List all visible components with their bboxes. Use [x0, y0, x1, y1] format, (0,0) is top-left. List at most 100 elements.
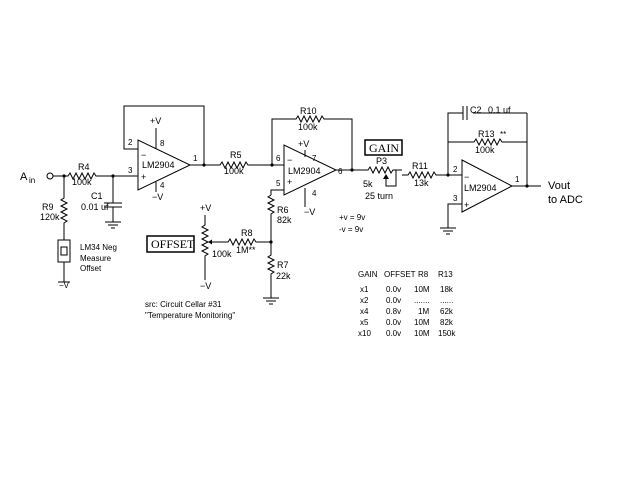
sensor-text-2: Measure [80, 254, 112, 263]
potentiometer-p3 [352, 165, 402, 175]
opamp-2-label: LM2904 [288, 166, 321, 176]
resistor-r8 [214, 237, 271, 247]
pot-wiper-arrow [208, 239, 212, 245]
wire-sensor-neg [58, 262, 70, 283]
resistor-r5 [204, 160, 278, 170]
opamp-2-pin-out: 6 [338, 167, 343, 176]
opamp-2-pin-inv: 6 [276, 154, 281, 163]
r7-value: 22k [276, 271, 291, 281]
potentiometer-offset [200, 215, 210, 280]
opamp-3-pin-inv: 2 [453, 165, 458, 174]
opamp-1-pin-noninv: 3 [128, 166, 133, 175]
opamp-1-pin-inv: 2 [128, 138, 133, 147]
opamp-2-triangle [283, 144, 338, 196]
table-cell: x1 [360, 285, 369, 294]
r10-name: R10 [300, 106, 317, 116]
table-cell: 10M [414, 285, 430, 294]
table-cell: x2 [360, 296, 369, 305]
pot-vneg: −V [200, 281, 211, 291]
lm34-sensor-inner [60, 246, 68, 256]
opamp-2-pin-noninv: 5 [276, 179, 281, 188]
junction [525, 184, 529, 188]
pot-vpos: +V [200, 203, 211, 213]
c2-name: C2 [470, 105, 482, 115]
table-cell: 10M [414, 318, 430, 327]
resistor-r10 [271, 114, 353, 170]
opamp-3-label: LM2904 [464, 183, 497, 193]
table-cell: 0.0v [386, 285, 401, 294]
p3-wiper-arrow [383, 174, 389, 179]
r6-value: 82k [277, 215, 292, 225]
wire-opamp1-feedback [123, 105, 205, 166]
r7-name: R7 [277, 260, 289, 270]
opamp-1-triangle [137, 139, 192, 191]
opamp-2-pin-vpos: 7 [312, 154, 317, 163]
sensor-text-1: LM34 Neg [80, 243, 117, 252]
opamp-1: − + LM2904 2 3 1 8 4 +V −V [128, 116, 198, 202]
r13-value: 100k [475, 145, 495, 155]
r10-value: 100k [298, 122, 318, 132]
table-cell: 0.8v [386, 307, 401, 316]
table-cell: ....... [414, 296, 430, 305]
table-header-r8: R8 [418, 270, 429, 279]
ain-sub-label: in [29, 176, 35, 185]
wire-c2 [447, 112, 527, 175]
table-cell: 10M [414, 329, 430, 338]
supply-neg-note: -v = 9v [339, 225, 363, 234]
resistor-r6 [266, 194, 276, 242]
opamp-2-vneg: −V [304, 207, 315, 217]
ground-r7 [263, 297, 279, 305]
c1-name: C1 [91, 191, 103, 201]
source-line-1: src: Circuit Cellar #31 [145, 300, 222, 309]
opamp-2-vpos: +V [298, 139, 309, 149]
gain-table: GAIN OFFSET R8 R13 x1 0.0v 10M 18k x2 0.… [358, 270, 456, 338]
gain-box [364, 139, 403, 156]
ain-label: A [20, 171, 28, 183]
table-header-gain: GAIN [358, 270, 378, 279]
offset-box-label: OFFSET [151, 237, 195, 251]
opamp-2-pin-vneg: 4 [312, 189, 317, 198]
opamp-1-vpos: +V [150, 116, 161, 126]
opamp-1-pin-out: 1 [193, 154, 198, 163]
p3-name: P3 [376, 156, 387, 166]
table-cell: 18k [440, 285, 454, 294]
c1-value: 0.01 uf [81, 202, 109, 212]
opamp-1-label: LM2904 [142, 160, 175, 170]
opamp-1-vneg: −V [152, 192, 163, 202]
r4-name: R4 [78, 162, 90, 172]
ground-opamp3 [440, 227, 456, 235]
supply-pos-note: +v = 9v [339, 213, 365, 222]
capacitor-c2 [462, 106, 468, 120]
table-cell: 1M [418, 307, 429, 316]
input-terminal: A in [20, 171, 54, 185]
r11-value: 13k [414, 178, 429, 188]
r13-marker: ** [500, 130, 506, 139]
r5-name: R5 [230, 150, 242, 160]
plus-sign: + [464, 200, 469, 210]
gain-box-label: GAIN [369, 141, 399, 155]
table-cell: 62k [440, 307, 454, 316]
r6-name: R6 [277, 205, 289, 215]
r8-value: 1M** [236, 245, 256, 255]
opamp-3-triangle [461, 159, 514, 213]
table-cell: 0.0v [386, 296, 401, 305]
source-line-2: "Temperature Monitoring" [145, 311, 235, 320]
resistor-r13 [448, 137, 527, 147]
minus-sign: − [141, 150, 146, 160]
table-cell: x5 [360, 318, 369, 327]
opamp-3: − + LM2904 2 3 1 [453, 159, 520, 213]
c2-value: 0.1 uf [488, 105, 511, 115]
opamp-2: − + LM2904 6 5 6 7 4 +V −V [276, 139, 343, 217]
resistor-r4 [64, 171, 113, 181]
wire-opamp2-noninv [270, 189, 284, 195]
minus-sign: − [287, 155, 292, 165]
table-cell: x10 [358, 329, 371, 338]
plus-sign: + [141, 172, 146, 182]
table-header-offset: OFFSET [384, 270, 416, 279]
r8-name: R8 [241, 228, 253, 238]
plus-sign: + [287, 177, 292, 187]
resistor-r11 [402, 170, 462, 180]
minus-sign: − [464, 172, 469, 182]
wire-opamp3-noninv [447, 203, 462, 228]
input-terminal-circle [46, 172, 54, 180]
